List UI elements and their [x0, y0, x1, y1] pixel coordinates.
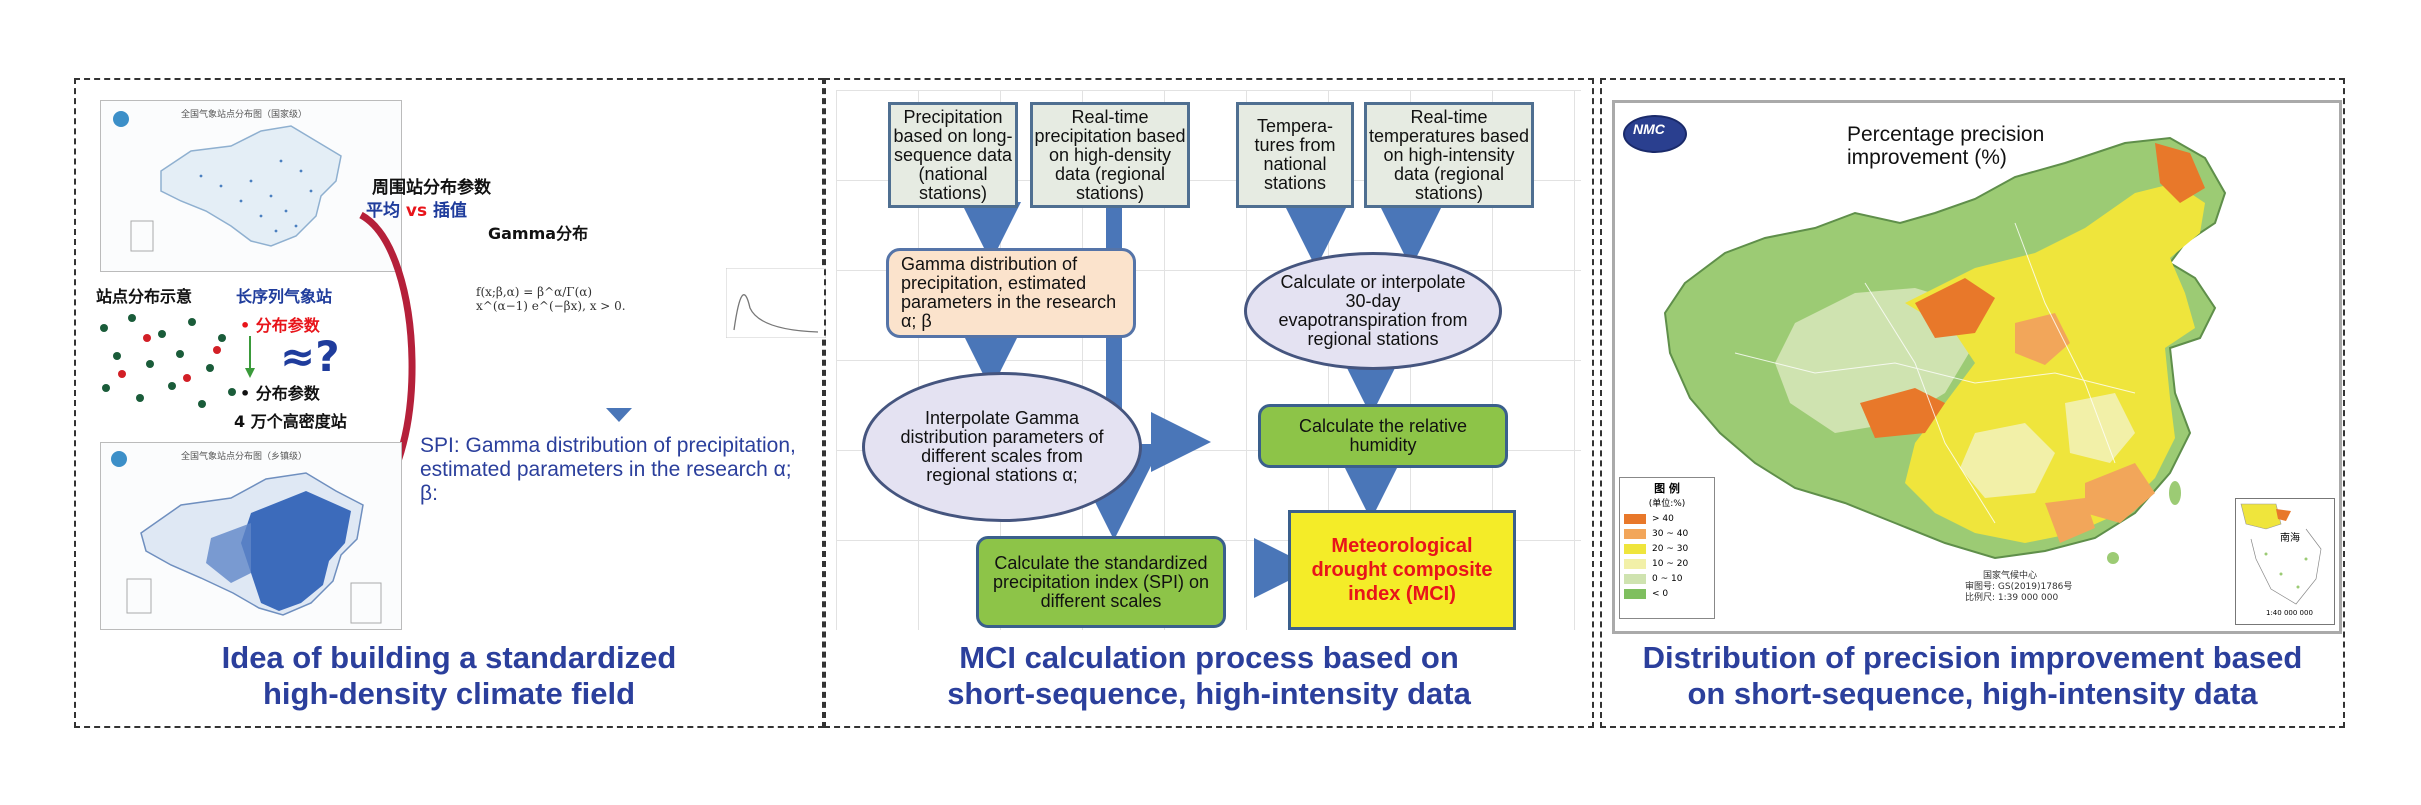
label-high-density: 4 万个高密度站 [234, 412, 347, 431]
label-dist-param: • 分布参数 [240, 384, 320, 403]
mci-box: Meteorological drought composite index (… [1288, 510, 1516, 630]
caption-left-line2: high-density climate field [262, 676, 636, 711]
evapotranspiration-ellipse: Calculate or interpolate 30-day evapotra… [1244, 252, 1502, 370]
gamma-distribution-box: Gamma distribution of precipitation, est… [886, 248, 1136, 338]
legend-items: > 40 30 ~ 40 20 ~ 30 10 ~ 20 0 ~ 10 < 0 [1620, 509, 1714, 603]
legend-swatch [1624, 588, 1646, 599]
inset-label: 南海 [2280, 533, 2300, 544]
map-top-title: 全国气象站点分布图（国家级） [181, 110, 308, 120]
station-dots [100, 314, 236, 408]
down-triangle [606, 408, 632, 422]
spi-note: SPI: Gamma distribution of precipitation… [420, 434, 796, 505]
map-bottom-title: 全国气象站点分布图（乡镇级） [181, 452, 308, 462]
legend-swatch [1624, 573, 1646, 584]
caption-right: Distribution of precision improvement ba… [1602, 640, 2343, 712]
legend-item: 10 ~ 20 [1624, 556, 1710, 571]
inset-map [2240, 503, 2322, 605]
spi-box: Calculate the standardized precipitation… [976, 536, 1226, 628]
caption-left: Idea of building a standardized high-den… [76, 640, 822, 712]
caption-middle-line2: short-sequence, high-intensity data [947, 676, 1471, 711]
panel-precision-map: NMC Percentage precision improvement (%)… [1600, 78, 2345, 728]
legend-item: 30 ~ 40 [1624, 526, 1710, 541]
label-mean: 平均 [366, 201, 400, 221]
precision-map [1663, 136, 2227, 564]
caption-right-line2: on short-sequence, high-intensity data [1687, 676, 2258, 711]
relative-humidity-box: Calculate the relative humidity [1258, 404, 1508, 468]
legend-item: 20 ~ 30 [1624, 541, 1710, 556]
nmc-logo-icon [1623, 115, 1687, 153]
legend-label: 0 ~ 10 [1652, 573, 1683, 584]
panel-climate-field: 全国气象站点分布图（国家级） 周围站分布参数 平均 vs 插值 Gamma分布 … [74, 78, 826, 728]
map-national-stations: 全国气象站点分布图（国家级） [100, 100, 402, 272]
source-box-realtime-temps: Real-time temperatures based on high-int… [1364, 102, 1534, 208]
legend-label: > 40 [1652, 513, 1674, 524]
label-dist-param-red: • 分布参数 [240, 316, 320, 335]
china-outline-top [113, 111, 342, 252]
caption-middle: MCI calculation process based on short-s… [826, 640, 1592, 712]
formula: f(x;β,α) = β^α/Γ(α) x^(α−1) e^(−βx), x >… [476, 285, 626, 313]
caption-right-line1: Distribution of precision improvement ba… [1642, 640, 2303, 675]
legend-swatch [1624, 543, 1646, 554]
legend-label: 20 ~ 30 [1652, 543, 1689, 554]
map-title: Percentage precision improvement (%) [1847, 123, 2045, 169]
legend-unit: (单位:%) [1648, 499, 1686, 509]
label-interp: 插值 [433, 201, 468, 221]
label-long-seq: 长序列气象站 [236, 287, 333, 306]
inset-scale: 1:40 000 000 [2266, 609, 2313, 617]
green-down-arrow [245, 336, 255, 378]
precision-map-frame: NMC Percentage precision improvement (%)… [1612, 100, 2342, 634]
source-box-realtime-precip: Real-time precipitation based on high-de… [1030, 102, 1190, 208]
label-station-demo: 站点分布示意 [96, 287, 193, 306]
map-legend: 图 例 (单位:%) > 40 30 ~ 40 20 ~ 30 10 ~ 20 0 ~ … [1619, 477, 1715, 619]
south-china-sea-inset: 南海 1:40 000 000 [2235, 498, 2335, 625]
footer-scale: 比例尺: 1:39 000 000 [1965, 593, 2059, 603]
caption-left-line1: Idea of building a standardized [221, 640, 677, 675]
interpolate-gamma-ellipse: Interpolate Gamma distribution parameter… [862, 372, 1142, 522]
label-vs: vs [405, 201, 428, 221]
source-box-temperatures: Tempera-tures from national stations [1236, 102, 1354, 208]
legend-label: 30 ~ 40 [1652, 528, 1689, 539]
legend-label: 10 ~ 20 [1652, 558, 1689, 569]
legend-swatch [1624, 528, 1646, 539]
label-approx: ≈? [280, 332, 340, 381]
panel-mci-process: Precipitation based on long-sequence dat… [824, 78, 1594, 728]
legend-label: < 0 [1652, 588, 1669, 599]
label-mean-vs-interp: 平均 vs 插值 [366, 196, 467, 221]
legend-swatch [1624, 558, 1646, 569]
legend-item: < 0 [1624, 586, 1710, 601]
china-outline-bottom [111, 451, 382, 624]
caption-middle-line1: MCI calculation process based on [959, 640, 1459, 675]
legend-swatch [1624, 513, 1646, 524]
legend-item: 0 ~ 10 [1624, 571, 1710, 586]
label-gamma: Gamma分布 [488, 224, 589, 243]
source-box-long-sequence: Precipitation based on long-sequence dat… [888, 102, 1018, 208]
footer-approval: 审图号: GS(2019)1786号 [1965, 582, 2073, 592]
footer-org: 国家气候中心 [1983, 571, 2038, 581]
legend-item: > 40 [1624, 511, 1710, 526]
legend-title: 图 例 [1654, 482, 1680, 495]
map-high-density-stations: 全国气象站点分布图（乡镇级） [100, 442, 402, 630]
label-surrounding-params: 周围站分布参数 [372, 178, 491, 198]
map-footer: 国家气候中心 审图号: GS(2019)1786号 比例尺: 1:39 000 … [1965, 571, 2072, 604]
gamma-curve-thumbnail [726, 268, 826, 338]
nmc-logo-text: NMC [1633, 121, 1665, 137]
